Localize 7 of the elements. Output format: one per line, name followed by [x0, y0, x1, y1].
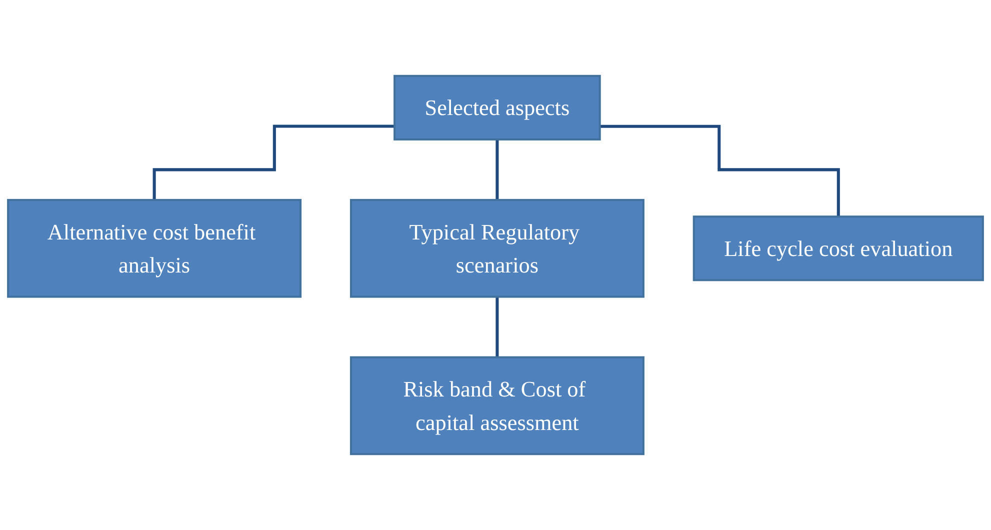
node-box: Typical Regulatory scenarios — [350, 198, 644, 298]
node-box: Risk band & Cost of capital assessment — [350, 356, 644, 456]
connector — [496, 295, 499, 359]
connector — [496, 138, 499, 202]
node-box: Selected aspects — [394, 74, 601, 140]
node-box: Alternative cost benefit analysis — [7, 198, 302, 298]
node-box: Life cycle cost evaluation — [692, 216, 984, 282]
